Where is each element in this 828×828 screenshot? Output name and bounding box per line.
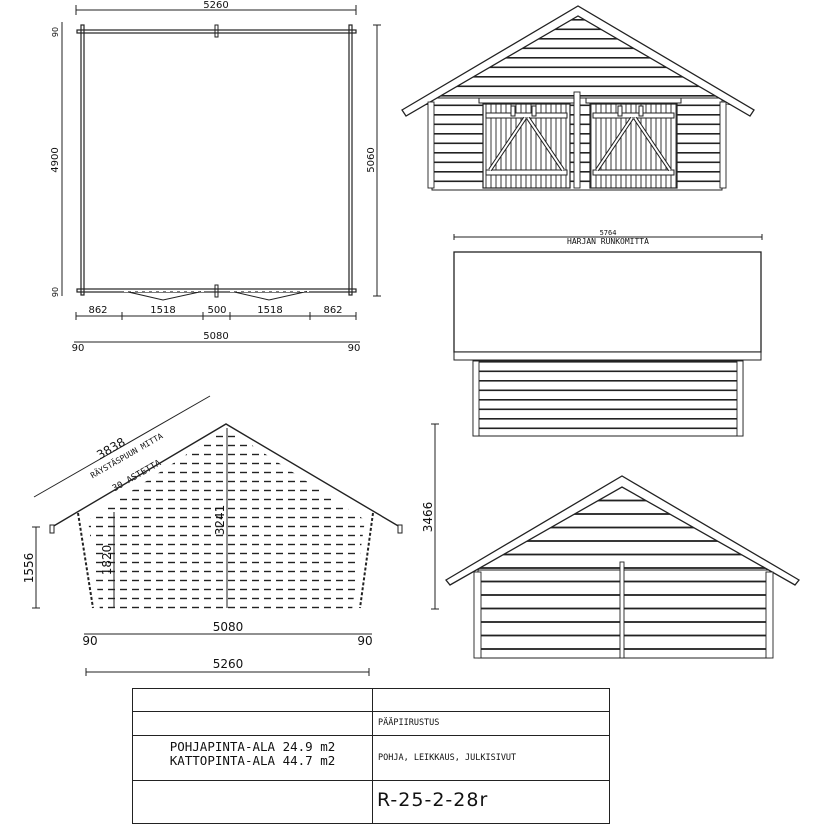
dim-left-bottom-offset: 90 bbox=[51, 287, 60, 297]
dim-seg-1: 862 bbox=[88, 305, 107, 316]
door-left bbox=[478, 97, 575, 189]
side-elevation: 5764 HARJAN RUNKOMITTA bbox=[453, 229, 763, 437]
dim-section-right-offset: 90 bbox=[357, 634, 372, 648]
dim-seg-5: 862 bbox=[323, 305, 342, 316]
dim-bottom-total: 5080 bbox=[203, 331, 228, 342]
title-row-1 bbox=[133, 689, 609, 712]
title-block-divider bbox=[372, 689, 373, 823]
ridge-label: HARJAN RUNKOMITTA bbox=[567, 237, 649, 246]
section-view: 3838 RÄYSTÄSPUUN MITTA 30 ASTETTA 3241 1… bbox=[22, 395, 403, 676]
floor-plan: 5260 90 4900 90 5060 862 1518 500 bbox=[50, 0, 381, 354]
dim-right-height: 5060 bbox=[366, 147, 377, 172]
dim-total-height: 3466 bbox=[421, 502, 435, 533]
dim-eave-height: 1556 bbox=[22, 553, 36, 584]
door-right bbox=[585, 97, 682, 189]
drawing-contents: POHJA, LEIKKAUS, JULKISIVUT bbox=[378, 753, 517, 763]
dim-left-height: 4900 bbox=[50, 147, 61, 172]
back-elevation: 3466 bbox=[421, 423, 800, 659]
dim-bottom-left-offset: 90 bbox=[72, 343, 85, 354]
dim-top-width: 5260 bbox=[203, 0, 228, 11]
dim-left-top-offset: 90 bbox=[51, 27, 60, 37]
dim-section-left-offset: 90 bbox=[82, 634, 97, 648]
dim-seg-3: 500 bbox=[207, 305, 226, 316]
area-info: POHJAPINTA-ALA 24.9 m2 KATTOPINTA-ALA 44… bbox=[133, 740, 372, 768]
drawing-number: R-25-2-28r bbox=[377, 789, 489, 811]
title-row-3 bbox=[133, 735, 609, 781]
dim-ridge: 5764 bbox=[600, 229, 617, 237]
drawing-type: PÄÄPIIRUSTUS bbox=[378, 718, 440, 728]
dim-seg-4: 1518 bbox=[257, 305, 282, 316]
dim-ridge-height: 3241 bbox=[213, 505, 227, 536]
title-block: PÄÄPIIRUSTUS POHJAPINTA-ALA 24.9 m2 KATT… bbox=[132, 688, 610, 824]
dim-wall-height: 1820 bbox=[100, 545, 114, 576]
roof-area: KATTOPINTA-ALA 44.7 m2 bbox=[169, 753, 336, 768]
dim-outer-width: 5260 bbox=[213, 657, 244, 671]
dim-seg-2: 1518 bbox=[150, 305, 175, 316]
dim-inner-width: 5080 bbox=[213, 620, 244, 634]
floor-area: POHJAPINTA-ALA 24.9 m2 bbox=[169, 739, 336, 754]
dim-bottom-right-offset: 90 bbox=[348, 343, 361, 354]
front-elevation bbox=[401, 5, 755, 191]
title-row-2 bbox=[133, 711, 609, 736]
